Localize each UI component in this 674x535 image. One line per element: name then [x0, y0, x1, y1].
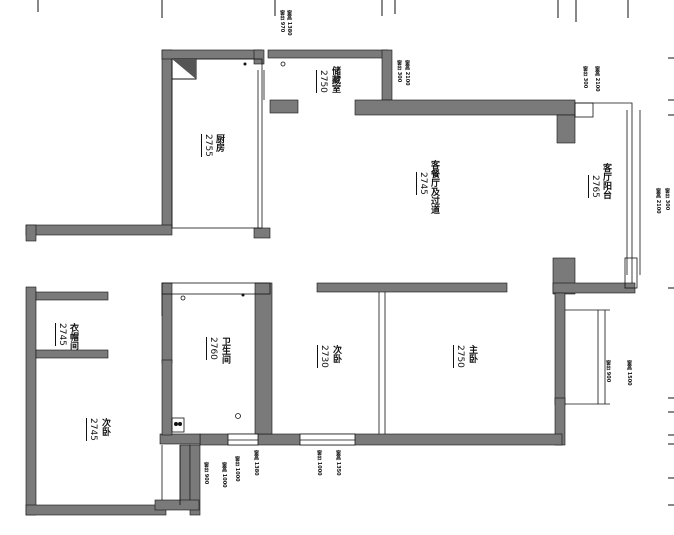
- window-tag: 窗台 970: [279, 10, 285, 33]
- window-tag: 窗高 1380: [253, 450, 259, 476]
- cloak-name: 衣帽间: [68, 323, 78, 350]
- bath-name: 卫生间: [220, 337, 230, 364]
- grid-ticks: [37, 0, 674, 506]
- window-tag: 窗台 300: [582, 66, 588, 89]
- walls: [25, 49, 636, 516]
- window-tag: 窗高 2100: [404, 60, 410, 86]
- cloak-elev: 2745: [55, 323, 67, 346]
- window-tag: 窗台 1000: [234, 456, 240, 482]
- dining-elev: 2750: [316, 70, 328, 93]
- window-tag: 窗高 1380: [286, 10, 292, 36]
- second-name: 次卧: [331, 345, 341, 363]
- window-tag: 窗台 900: [605, 360, 611, 383]
- fixtures: [171, 58, 286, 426]
- bedroom2-name: 次卧: [100, 418, 110, 436]
- window-tag: 窗台 300: [396, 60, 402, 83]
- bedroom2-elev: 2745: [86, 418, 98, 441]
- window-tag: 窗高 1350: [335, 450, 341, 476]
- kitchen-elev: 2755: [201, 134, 213, 157]
- window-tag: 窗高 2100: [655, 188, 661, 214]
- window-tag: 窗台 300: [664, 188, 670, 211]
- second-elev: 2730: [317, 345, 329, 368]
- window-tag: 窗台 1000: [316, 450, 322, 476]
- window-tag: 窗高 1500: [626, 360, 632, 386]
- balcony-elev: 2765: [588, 175, 600, 198]
- dining-name: 储藏室: [330, 66, 340, 93]
- living-name: 客餐厅及过道: [429, 160, 439, 214]
- thin-lines: [161, 58, 641, 505]
- master-name: 主卧: [467, 345, 477, 363]
- window-tag: 窗高 1000: [221, 462, 227, 488]
- living-elev: 2745: [416, 172, 428, 195]
- bath-elev: 2760: [206, 337, 218, 360]
- master-elev: 2750: [453, 345, 465, 368]
- window-tag: 窗台 900: [203, 462, 209, 485]
- balcony-name: 客厅阳台: [601, 163, 611, 199]
- window-tag: 窗高 2100: [594, 66, 600, 92]
- kitchen-name: 厨房: [214, 134, 224, 152]
